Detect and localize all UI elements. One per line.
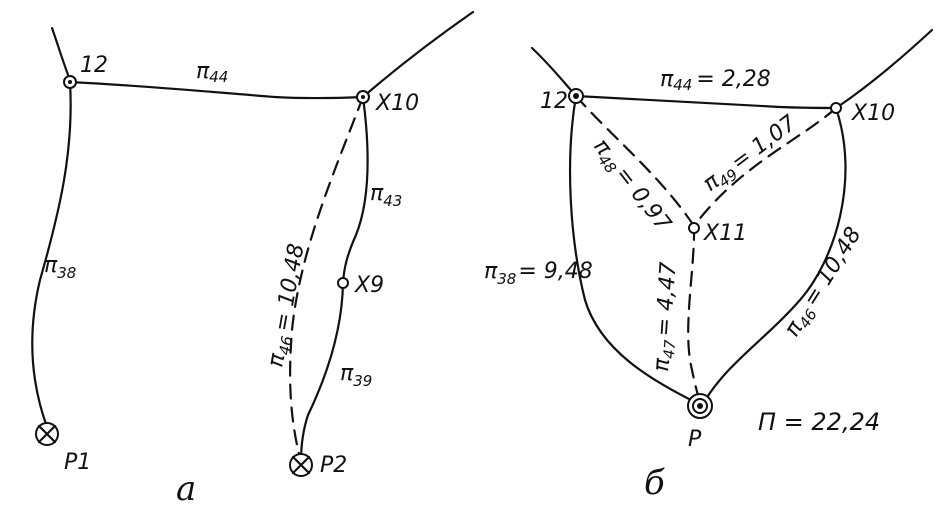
a-label-p1: P1 — [64, 450, 91, 475]
b-label-edge-46: π46= 10,48 — [780, 223, 869, 343]
b-node-x10 — [830, 102, 842, 114]
b-boundary-right — [834, 28, 934, 110]
a-label-edge-38: π38 — [44, 253, 76, 282]
a-edge-46-dashed — [289, 95, 365, 464]
b-label-edge-38: π38= 9,48 — [484, 259, 593, 288]
b-edge-46 — [701, 106, 847, 406]
a-node-p2-symbol — [289, 453, 313, 477]
b-edge-47-dashed — [687, 224, 702, 406]
b-caption: б — [644, 463, 665, 503]
a-label-x10: X10 — [375, 91, 419, 116]
a-node-12 — [63, 75, 77, 89]
a-label-p2: P2 — [320, 453, 347, 478]
a-node-x10 — [356, 90, 370, 104]
b-edge-44 — [574, 94, 838, 110]
a-label-edge-43: π43 — [370, 181, 402, 210]
b-label-edge-44: π44= 2,28 — [660, 67, 771, 94]
a-node-p1-symbol — [35, 422, 59, 446]
b-total-length: П = 22,24 — [758, 408, 880, 436]
a-caption: а — [176, 469, 196, 509]
b-label-x10: X10 — [851, 101, 895, 126]
a-label-edge-46: π46= 10,48 — [263, 242, 312, 370]
a-node-x9 — [337, 277, 349, 289]
a-label-12: 12 — [80, 53, 108, 78]
b-node-p-symbol — [687, 393, 713, 419]
a-label-edge-39: π39 — [340, 361, 372, 390]
a-boundary-left — [50, 26, 72, 82]
a-boundary-right — [361, 10, 475, 99]
a-edge-39 — [299, 281, 345, 464]
b-node-x11 — [688, 222, 700, 234]
a-edge-43 — [341, 95, 369, 285]
a-edge-38 — [31, 80, 72, 429]
a-label-edge-44: π44 — [196, 59, 228, 86]
b-label-edge-49: π49= 1,07 — [699, 111, 804, 199]
b-label-edge-47: π47= 4,47 — [649, 261, 685, 372]
b-edge-38 — [568, 94, 701, 406]
b-label-p: P — [688, 427, 702, 452]
a-label-x9: X9 — [354, 273, 384, 298]
a-edge-44 — [68, 80, 365, 100]
b-edge-49-dashed — [692, 106, 838, 228]
b-label-x11: X11 — [703, 221, 747, 246]
b-label-12: 12 — [540, 89, 568, 114]
b-node-12 — [568, 88, 584, 104]
panel-a: 12 X10 X9 P1 P2 π44 π38 π43 π39 π46= 10,… — [31, 10, 475, 509]
panel-b: 12 X10 X11 P π44= 2,28 π48= 0,97 π49= 1,… — [484, 28, 934, 503]
